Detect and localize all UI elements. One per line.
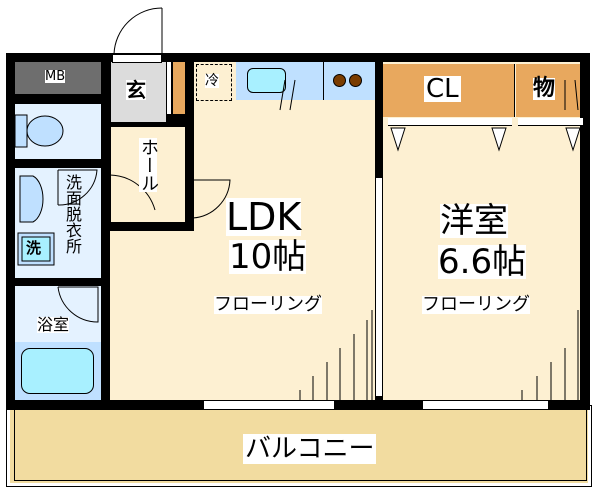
toilet-bowl-icon xyxy=(26,115,64,147)
fridge-label: 冷 xyxy=(205,73,219,89)
closet-door-strip xyxy=(388,118,512,126)
ldk-size: 10帖 xyxy=(229,237,307,277)
entrance-opening xyxy=(112,54,162,63)
window xyxy=(204,400,334,410)
sliding-door xyxy=(375,178,383,396)
shoe-cabinet-fill xyxy=(173,62,185,114)
hall-label: ホール xyxy=(138,138,159,192)
mb-label: MB xyxy=(45,69,66,84)
closet-label: CL xyxy=(424,74,461,104)
storage-label: 物 xyxy=(533,76,556,101)
toilet-tank xyxy=(14,114,28,148)
bedroom-name: 洋室 xyxy=(440,201,508,241)
balcony-inner-line xyxy=(14,410,587,481)
counter-divider xyxy=(323,62,324,100)
ldk-room-lower xyxy=(110,231,200,400)
washroom-label: 洗面脱衣所 xyxy=(63,174,82,254)
stove-burner-icon xyxy=(333,74,346,87)
ldk-name: LDK xyxy=(226,195,302,239)
bathtub-icon xyxy=(21,348,94,394)
entrance-label: 玄 xyxy=(126,78,146,102)
ldk-floor: フローリング xyxy=(214,294,322,315)
bedroom-size: 6.6帖 xyxy=(438,242,527,282)
stove-burner-icon xyxy=(349,74,362,87)
fridge-space xyxy=(196,64,232,101)
sink-icon xyxy=(247,68,286,93)
washbasin-icon xyxy=(19,175,44,223)
washer-label: 洗 xyxy=(26,239,42,257)
window xyxy=(423,400,548,410)
bedroom-floor: フローリング xyxy=(422,294,530,315)
shoe-cabinet xyxy=(166,62,172,114)
balcony-label: バルコニー xyxy=(243,434,377,464)
storage-door-strip xyxy=(518,118,583,126)
bathroom-label: 浴室 xyxy=(37,315,70,334)
